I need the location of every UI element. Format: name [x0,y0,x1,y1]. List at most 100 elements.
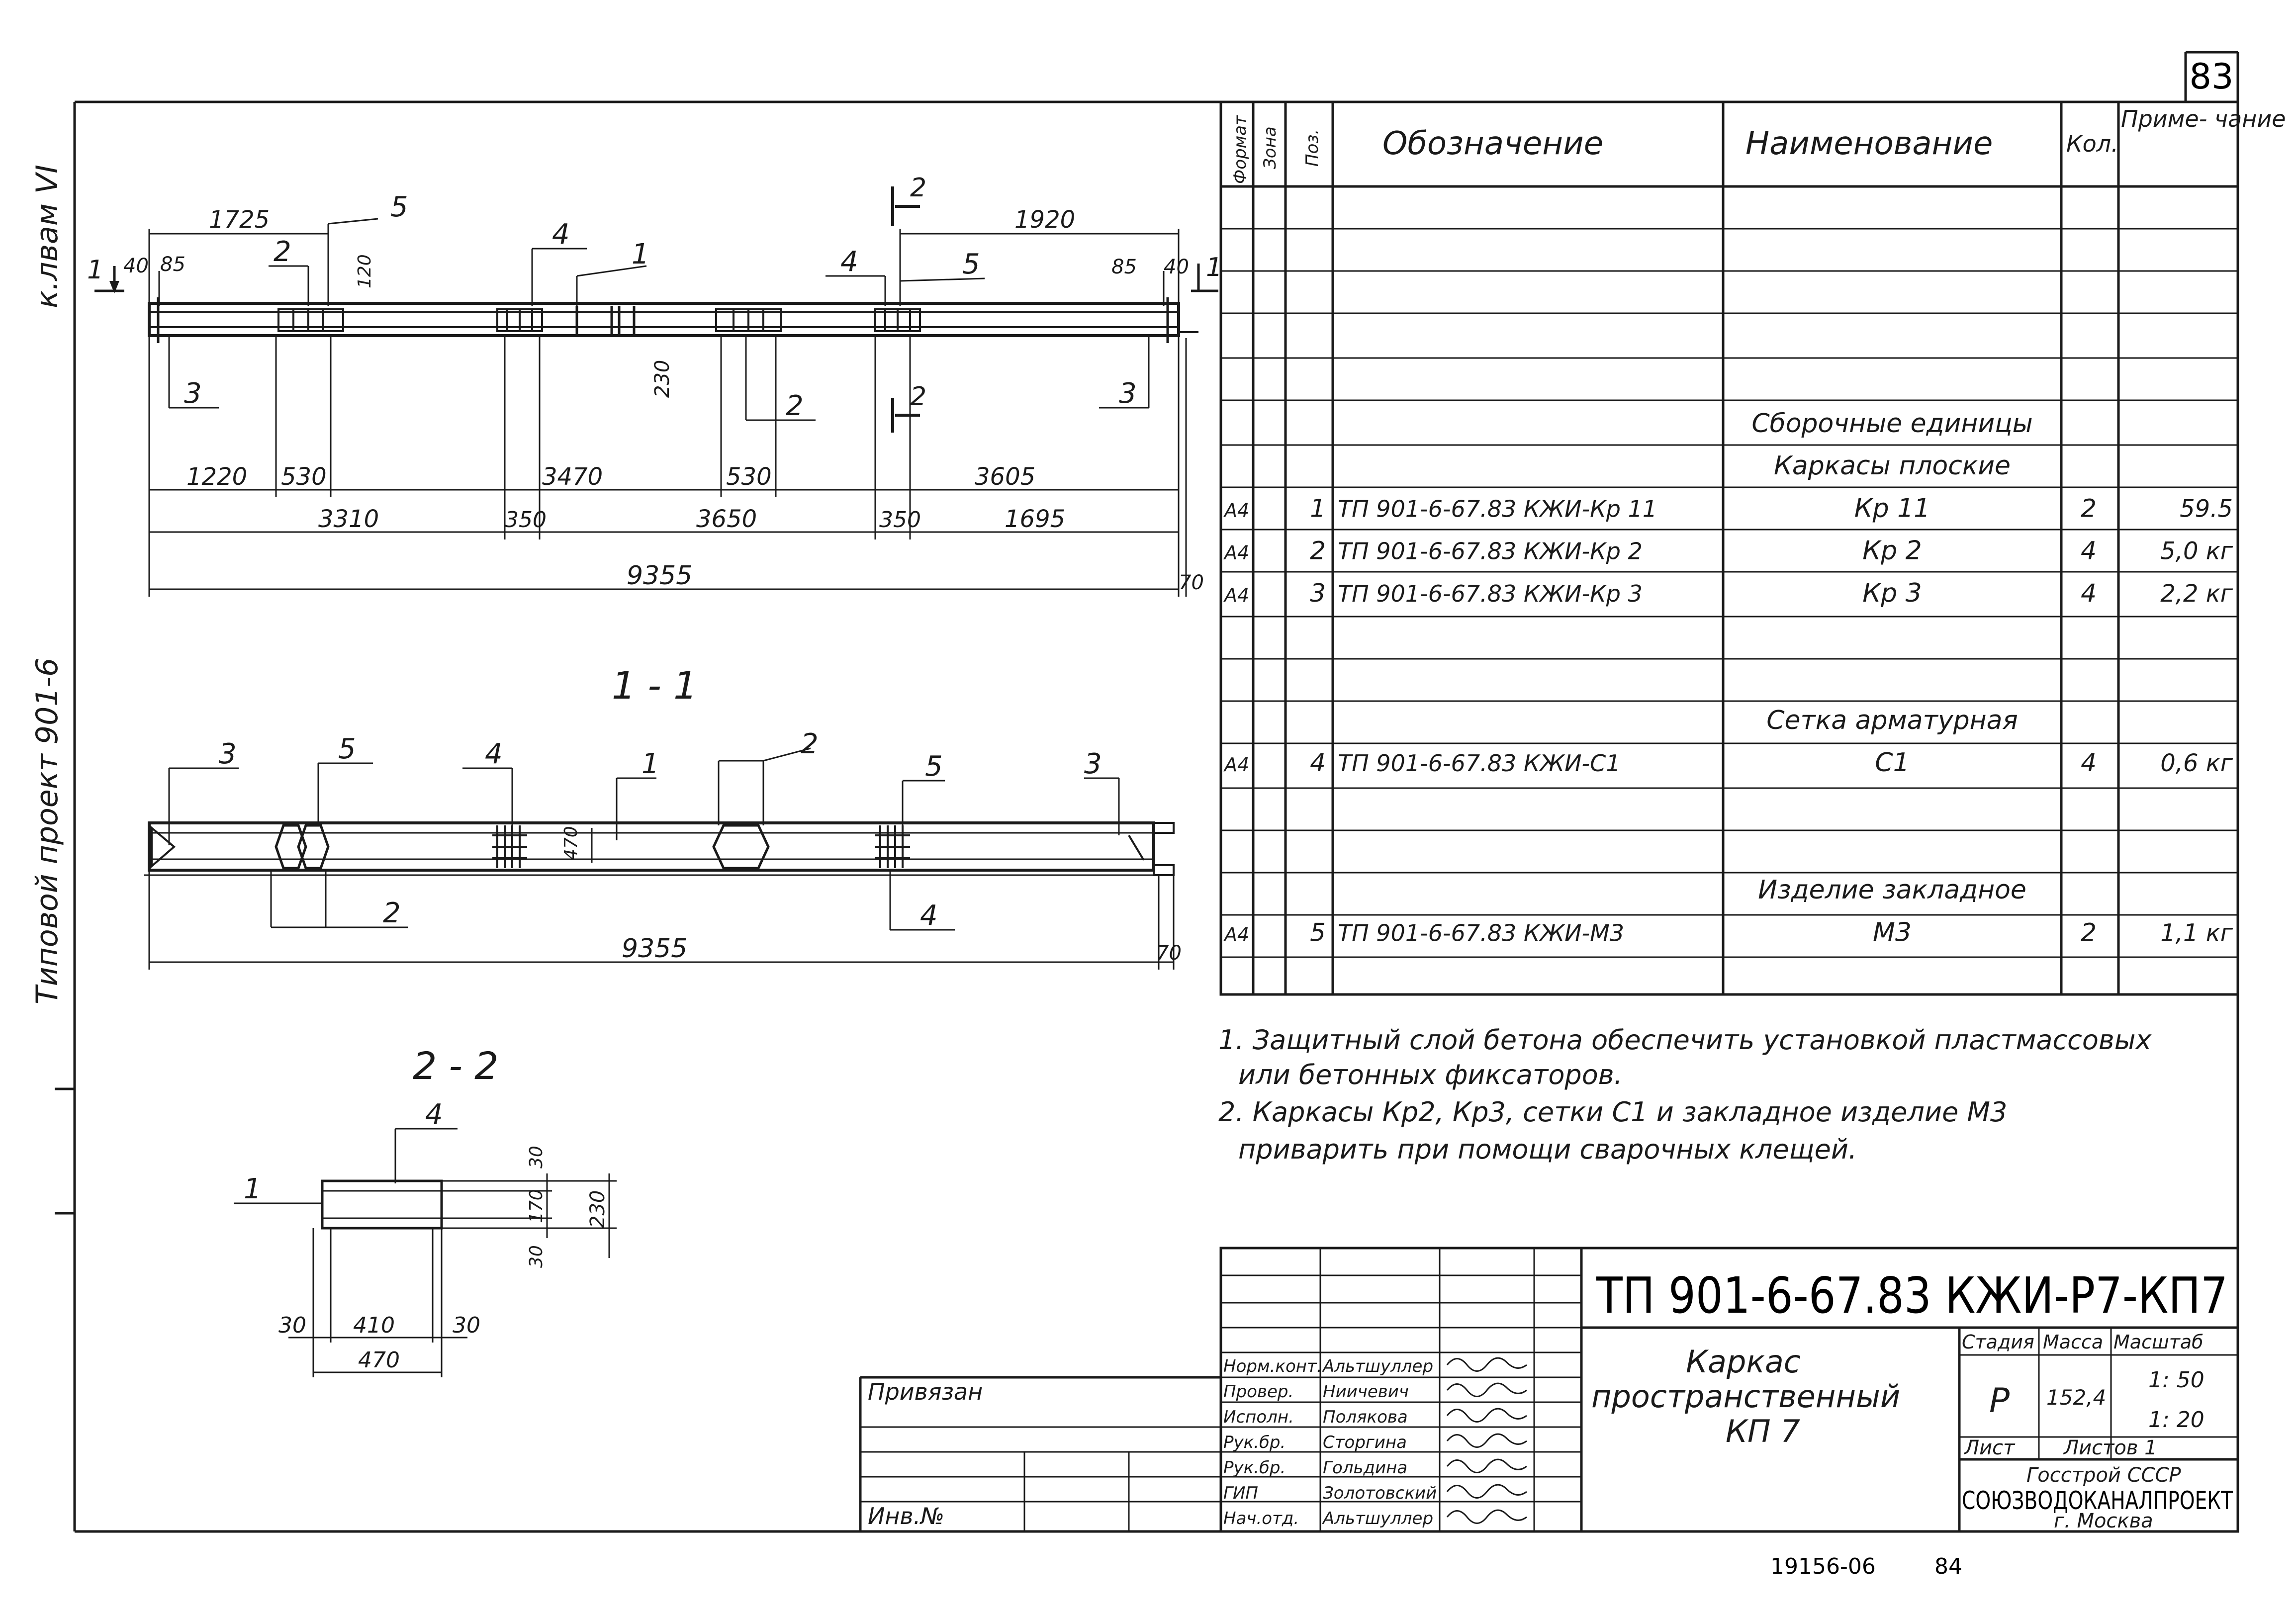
signature-mark [1446,1458,1527,1473]
spec-cell-note: 59.5 [2180,495,2233,523]
spec-cell-des: ТП 901-6-67.83 КЖИ-Кр 3 [1338,580,1643,607]
section-1-1-body [148,821,1155,872]
callout-5-left: 5 [390,191,408,223]
spec-cell-fmt: А4 [1223,754,1249,776]
s22-dim-170: 170 [526,1189,547,1223]
callout-1: 1 [632,238,649,270]
title-name-line-2: пространственный [1591,1378,1900,1415]
document-code: ТП 901-6-67.83 КЖИ-Р7-КП7 [1596,1266,2228,1325]
spec-cell-name: Изделие закладное [1758,875,2026,905]
note-line: 1. Защитный слой бетона обеспечить устан… [1218,1024,2152,1056]
section-1-1-end-right [1153,822,1175,876]
dim-3470: 3470 [542,463,603,491]
spec-cell-name: Каркасы плоские [1774,451,2011,481]
footer-page: 84 [1934,1554,1962,1579]
stage-label: Стадия [1962,1331,2034,1353]
spec-cell-pos: 5 [1310,918,1326,947]
spec-cell-des: ТП 901-6-67.83 КЖИ-Кр 11 [1338,495,1657,522]
spec-cell-note: 1,1 кг [2160,919,2233,947]
org-line-1: Госстрой СССР [2026,1464,2181,1487]
spec-header-qty: Кол. [2066,130,2118,157]
spec-header-name: Наименование [1745,125,1993,162]
callout-5-right: 5 [962,248,980,280]
inv-label: Инв.№ [868,1503,944,1529]
s22-dim-30-bottom: 30 [526,1245,547,1268]
s11-dim-9355: 9355 [622,934,687,964]
section-2-2-body [321,1179,443,1230]
signature-mark [1446,1408,1527,1423]
dim-3605: 3605 [975,463,1035,491]
spec-cell-name: М3 [1873,917,1912,947]
frame-1-center [575,306,636,336]
org-line-2: СОЮЗВОДОКАНАЛПРОЕКТ [1962,1486,2233,1515]
s11-callout-1: 1 [642,748,659,780]
mass-value: 152,4 [2046,1385,2106,1410]
notes: 1. Защитный слой бетона обеспечить устан… [1218,1024,2152,1165]
section-1-1: 1 - 1 [144,663,1182,970]
spec-cell-qty: 2 [2081,494,2097,523]
dim-3650: 3650 [696,505,757,533]
signer-role: Рук.бр. [1223,1458,1286,1478]
s11-callout-4-left: 4 [485,738,503,770]
spec-header-note: Приме- чание [2121,105,2286,132]
plan-frame-outline [148,302,1180,337]
plan-lower-leaders [168,336,1150,421]
signer-role: Норм.конт. [1223,1356,1322,1376]
dim-3310: 3310 [318,505,379,533]
brace-5-left [275,824,330,870]
spec-cell-fmt: А4 [1223,584,1249,606]
dim-350-right: 350 [879,507,921,533]
dim-1920: 1920 [1014,206,1075,234]
sheet-label: Лист [1963,1436,2016,1459]
signer-name: Альтшуллер [1322,1356,1433,1376]
s11-callout-5-left: 5 [338,733,356,765]
scale-label: Масштаб [2113,1331,2204,1353]
spec-header-format: Формат [1230,115,1250,184]
s22-dim-30-top: 30 [526,1146,547,1168]
signature-mark [1446,1382,1527,1397]
dim-350-left: 350 [505,507,547,533]
spec-grid [1219,100,2239,996]
sheet-number: 83 [2189,56,2233,97]
signer-role: Исполн. [1223,1407,1294,1427]
spec-cell-pos: 4 [1310,748,1326,777]
s22-dim-30-left: 30 [278,1313,306,1338]
end-3-left [151,825,176,869]
title-name-line-3: КП 7 [1726,1413,1800,1449]
callout-3-left: 3 [184,377,202,410]
title-block-outline [859,1247,2239,1533]
brace-2-centre [712,824,770,870]
plan-dim-row-1: 1220 530 3470 530 3605 [186,463,1035,491]
dim-230: 230 [651,360,674,398]
s22-dim-230: 230 [586,1190,609,1228]
section-2-top-label: 2 [910,173,926,203]
spec-header-zone: Зона [1260,126,1280,169]
section-arrow-1-left [109,281,119,293]
spec-cell-fmt: А4 [1223,499,1249,521]
signer-name: Гольдина [1323,1458,1407,1478]
side-text-bottom: Типовой проект 901-6 [30,658,65,1004]
signature-mark [1446,1509,1527,1524]
org-line-3: г. Москва [2054,1510,2153,1532]
dim-530-right: 530 [726,463,772,491]
s11-dim-70: 70 [1156,942,1182,965]
spec-cell-des: ТП 901-6-67.83 КЖИ-С1 [1338,750,1621,777]
signer-name: Альтшуллер [1322,1509,1433,1528]
side-text-top: к.лвам VI [30,165,65,308]
spec-cell-name: Сборочные единицы [1751,409,2032,439]
signer-name: Золотовский [1323,1483,1437,1503]
s11-callout-2-top: 2 [801,728,819,760]
s22-dim-30-right: 30 [453,1313,480,1338]
spec-cell-des: ТП 901-6-67.83 КЖИ-Кр 2 [1338,538,1643,565]
spec-table: Формат Зона Поз. Обозначение Наименовани… [1219,100,2286,996]
s11-callout-3-left: 3 [219,738,237,770]
title-block: ТП 901-6-67.83 КЖИ-Р7-КП7 Каркас простра… [859,1247,2239,1533]
section-1-left-label: 1 [87,255,103,285]
dim-85-right: 85 [1111,256,1137,278]
section-2-2-title: 2 - 2 [413,1044,498,1088]
s11-dim-470: 470 [561,826,581,860]
footer-code: 19156-06 [1770,1554,1876,1579]
spec-cell-name: Кр 2 [1862,536,1922,566]
signer-role: Нач.отд. [1223,1509,1299,1528]
